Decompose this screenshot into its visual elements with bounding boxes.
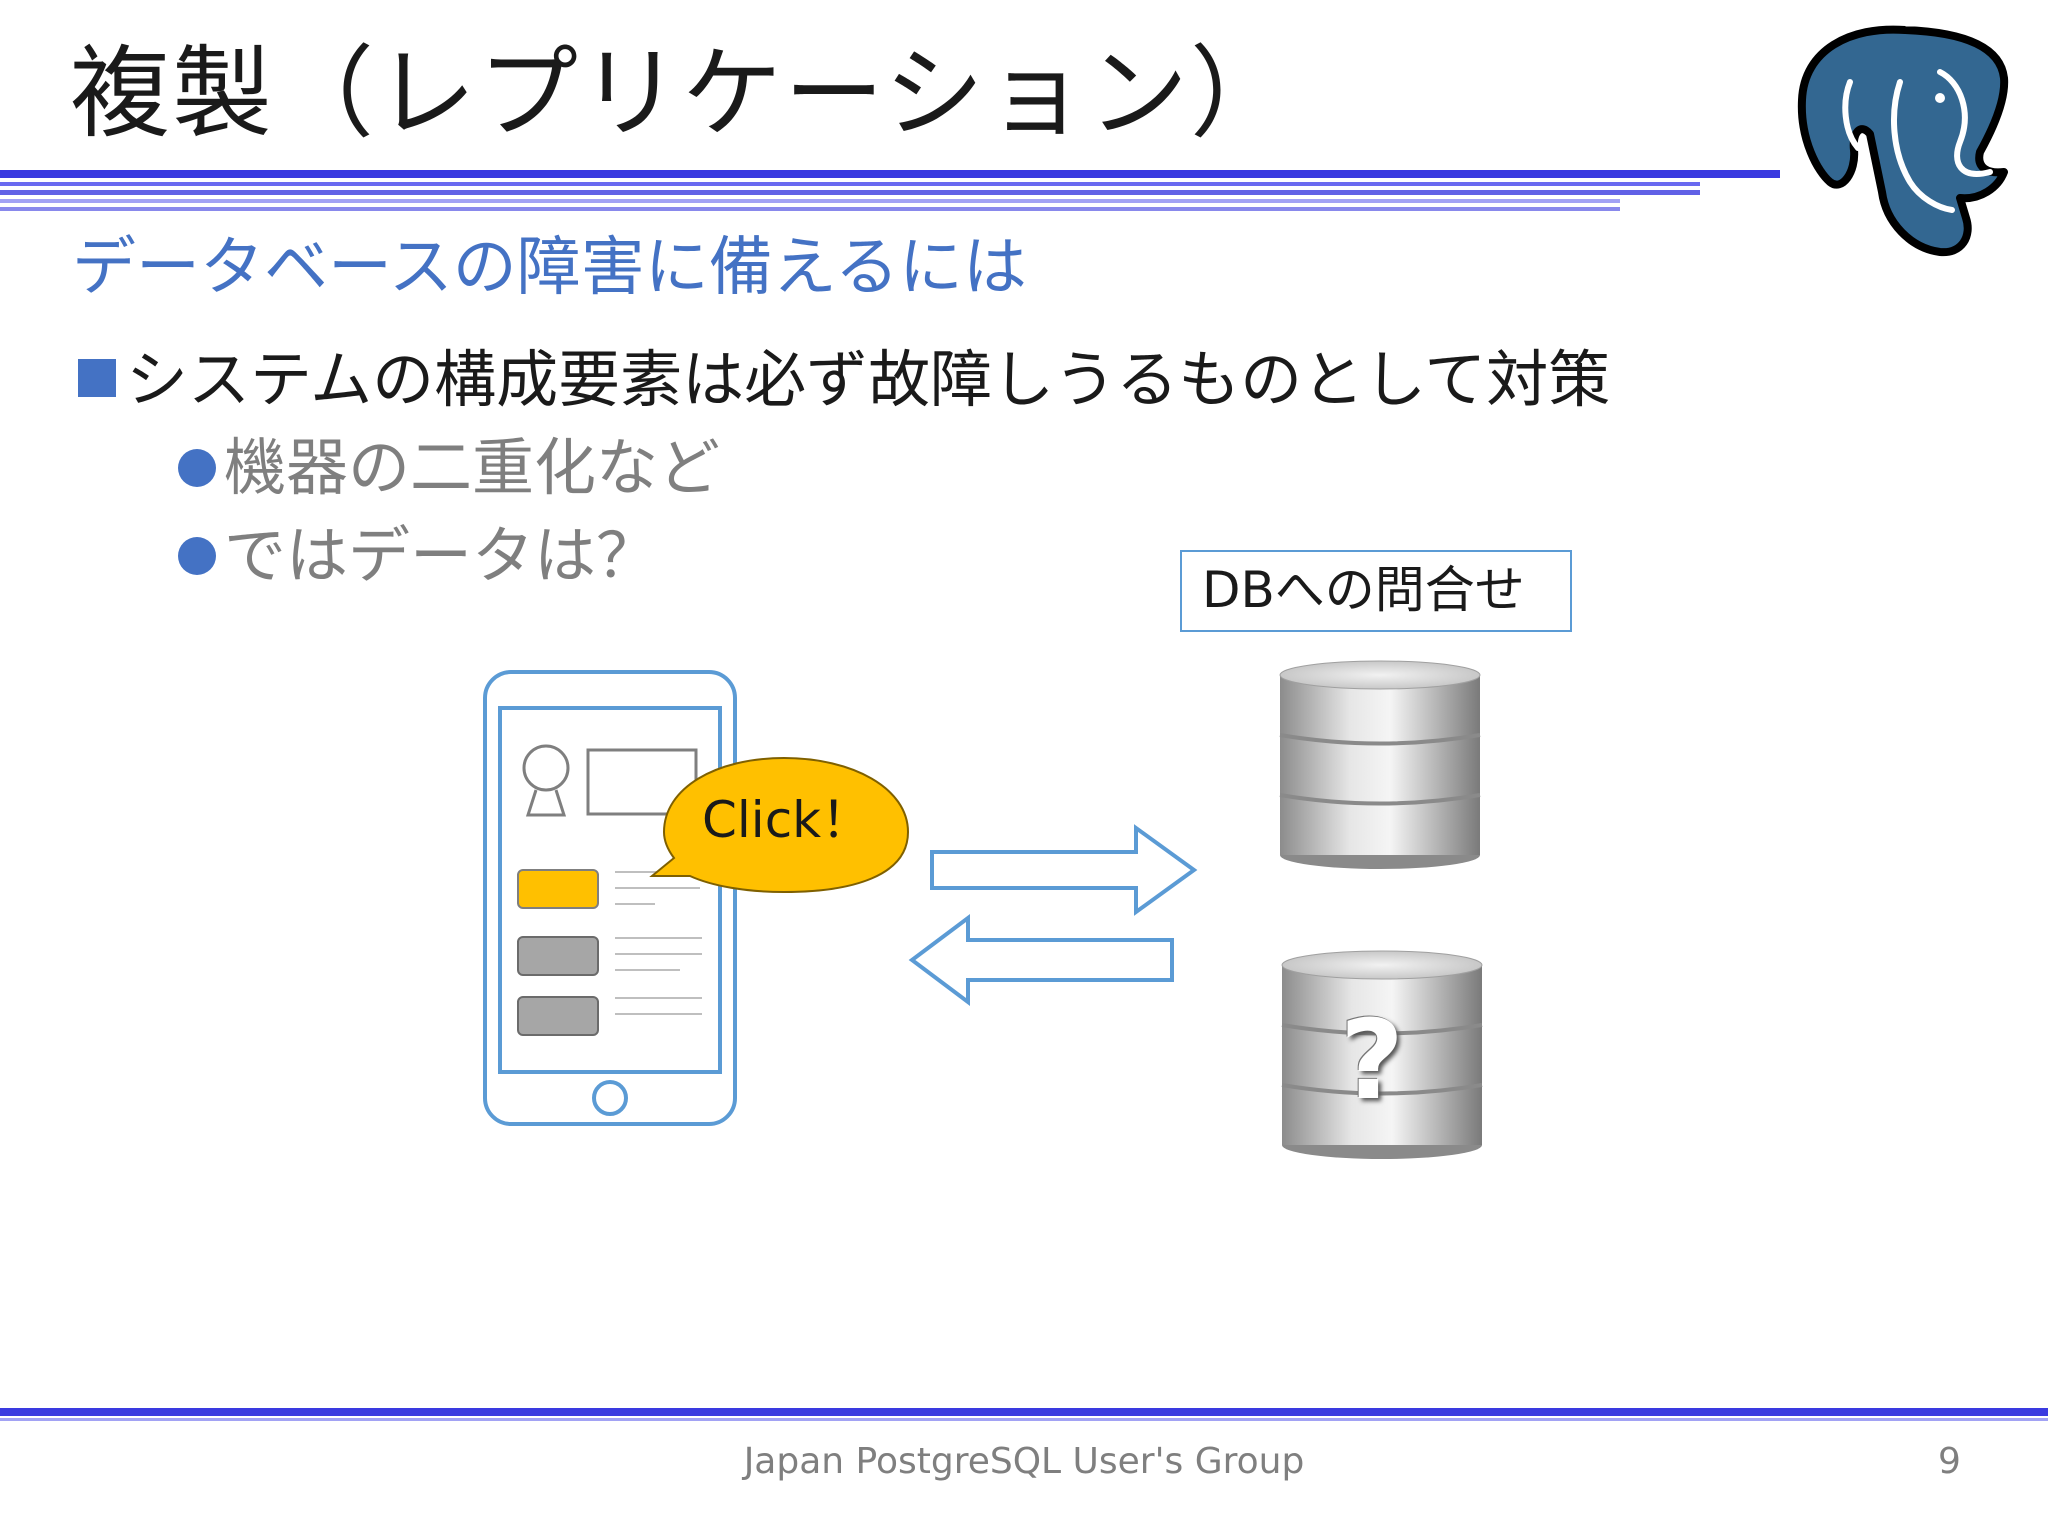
click-label: Click！	[702, 791, 872, 849]
sub-bullet: 機器の二重化など	[178, 428, 720, 508]
sub-bullet-text: 機器の二重化など	[224, 431, 721, 504]
circle-bullet-icon	[178, 537, 216, 575]
main-bullet: システムの構成要素は必ず故障しうるものとして対策	[78, 340, 1610, 420]
database-icon-unknown	[1281, 950, 1483, 1159]
question-mark: ?	[1340, 996, 1404, 1124]
slide-title: 複製（レプリケーション）	[70, 35, 1292, 152]
smartphone-icon	[483, 670, 737, 1126]
slide-subtitle: データベースの障害に備えるには	[72, 231, 1027, 305]
avatar-icon	[522, 744, 570, 817]
header-rule	[0, 170, 1780, 211]
phone-button	[517, 936, 599, 976]
sub-bullet-text: ではデータは？	[224, 519, 659, 592]
main-bullet-text: システムの構成要素は必ず故障しうるものとして対策	[126, 343, 1611, 416]
postgresql-elephant-icon	[1797, 25, 2009, 257]
sub-bullet: ではデータは？	[178, 516, 658, 596]
circle-bullet-icon	[178, 449, 216, 487]
footer-text: Japan PostgreSQL User's Group	[743, 1441, 1305, 1482]
db-query-label-box: DBへの問合せ	[1180, 550, 1572, 632]
arrow-right-icon	[930, 824, 1198, 916]
phone-button-selected	[517, 869, 599, 909]
arrow-left-icon	[908, 914, 1174, 1006]
footer-rule	[0, 1408, 2048, 1421]
page-number: 9	[1938, 1441, 1961, 1482]
database-icon	[1279, 660, 1481, 869]
square-bullet-icon	[78, 359, 116, 397]
click-speech-bubble	[649, 756, 910, 894]
phone-button	[517, 996, 599, 1036]
